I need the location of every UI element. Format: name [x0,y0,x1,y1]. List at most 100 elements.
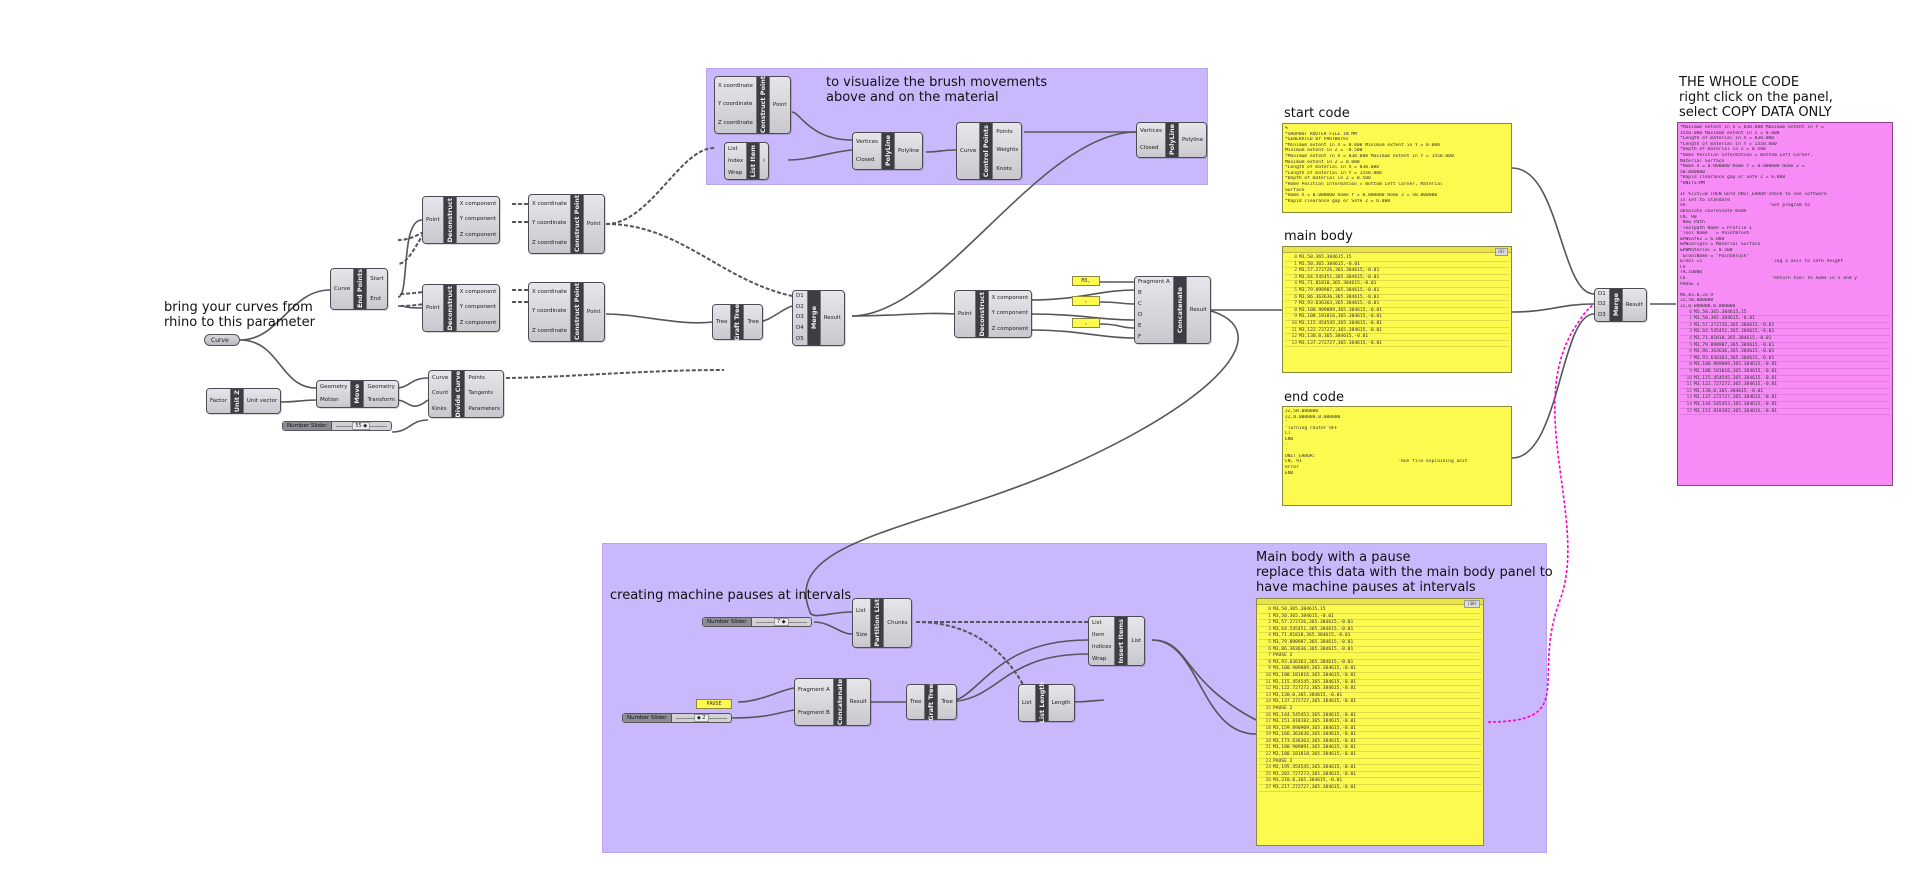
text-m3[interactable]: M3, [1072,276,1100,286]
output-port[interactable]: Y component [459,304,496,311]
output-port[interactable]: X component [991,295,1029,302]
input-port[interactable]: List [1022,699,1032,706]
panel-whole-code[interactable]: *Maximum extent in X = 830.000 Maximum e… [1677,122,1893,486]
output-ports[interactable]: Result [1621,289,1646,321]
input-ports[interactable]: Factor [207,389,231,413]
component-title[interactable]: Deconstruct [443,285,456,331]
input-ports[interactable]: Tree [907,685,926,719]
component-title[interactable]: Graft Tree [731,304,744,340]
output-port[interactable]: Knots [996,166,1012,173]
input-ports[interactable]: Curve [957,123,981,179]
input-port[interactable]: Kinks [432,405,447,412]
text-comma-2[interactable]: , [1072,318,1100,328]
output-ports[interactable]: Result [1185,277,1210,343]
input-port[interactable]: Curve [960,147,977,154]
input-port[interactable]: List [856,607,866,614]
input-port[interactable]: Z coordinate [532,327,567,334]
input-port[interactable]: Geometry [320,384,348,390]
output-ports[interactable]: Length [1047,685,1074,721]
input-port[interactable]: Y coordinate [532,220,567,227]
output-port[interactable]: Weights [996,147,1019,154]
input-port[interactable]: Curve [334,285,351,292]
input-port[interactable]: Point [426,216,440,223]
output-ports[interactable]: Result [819,291,844,345]
component-title[interactable]: List Item [747,143,760,179]
input-ports[interactable]: Curve [331,269,355,309]
input-port[interactable]: Closed [1140,145,1159,151]
output-port[interactable]: End [370,295,381,302]
output-ports[interactable]: Chunks [883,599,911,647]
input-port[interactable]: Tree [910,698,922,705]
output-ports[interactable]: Point [582,195,604,253]
input-port[interactable]: D2 [796,303,804,310]
input-port[interactable]: Y coordinate [718,101,753,108]
input-port[interactable]: Wrap [1092,655,1107,662]
output-ports[interactable]: i [759,143,768,179]
component-title[interactable]: Control Points [980,123,993,179]
input-port[interactable]: Closed [856,156,875,163]
output-port[interactable]: Points [996,128,1013,135]
panel-start-code[interactable]: %*SHOPBOT ROUTER FILE IN MM*GENERATED BY… [1282,123,1512,213]
number-slider-count[interactable]: Number Slider 55 ◆ [282,421,392,431]
input-port[interactable]: D [1138,312,1143,318]
component-title[interactable]: End Points [354,269,367,309]
input-ports[interactable]: Point [423,285,444,331]
output-ports[interactable]: Point [582,283,604,341]
output-port[interactable]: Points [468,375,485,382]
component-title[interactable]: Construct Point [570,195,583,253]
input-port[interactable]: D1 [796,292,804,299]
input-port[interactable]: D2 [1598,301,1606,308]
input-port[interactable]: E [1138,323,1142,329]
component-title[interactable]: Construct Point [570,283,583,341]
input-port[interactable]: F [1138,334,1142,340]
component-title[interactable]: Unit Z [230,389,243,413]
output-ports[interactable]: Unit vector [242,389,281,413]
output-port[interactable]: Chunks [887,619,908,626]
number-slider-partition[interactable]: Number Slider 7 ◆ [702,617,812,627]
component-title[interactable]: Merge [807,291,820,345]
output-port[interactable]: Length [1051,699,1071,706]
input-ports[interactable]: Point [955,291,976,337]
output-port[interactable]: Result [1189,306,1207,313]
output-port[interactable]: Transform [367,397,395,403]
output-port[interactable]: i [763,157,765,164]
input-port[interactable]: B [1138,290,1142,296]
component-title[interactable]: Concatenate [833,679,846,725]
component-title[interactable]: Insert Items [1115,617,1128,665]
output-port[interactable]: Result [849,698,867,705]
input-port[interactable]: Item [1092,631,1105,638]
output-port[interactable]: Point [586,308,601,315]
curve-param[interactable]: Curve [204,334,240,346]
input-port[interactable]: D3 [1598,312,1606,319]
output-ports[interactable]: Result [845,679,870,725]
output-ports[interactable]: Tree [937,685,956,719]
component-title[interactable]: Deconstruct [443,197,456,243]
component-title[interactable]: PolyLine [881,133,894,169]
component-title[interactable]: List Length [1035,682,1048,724]
input-port[interactable]: X coordinate [532,289,567,296]
